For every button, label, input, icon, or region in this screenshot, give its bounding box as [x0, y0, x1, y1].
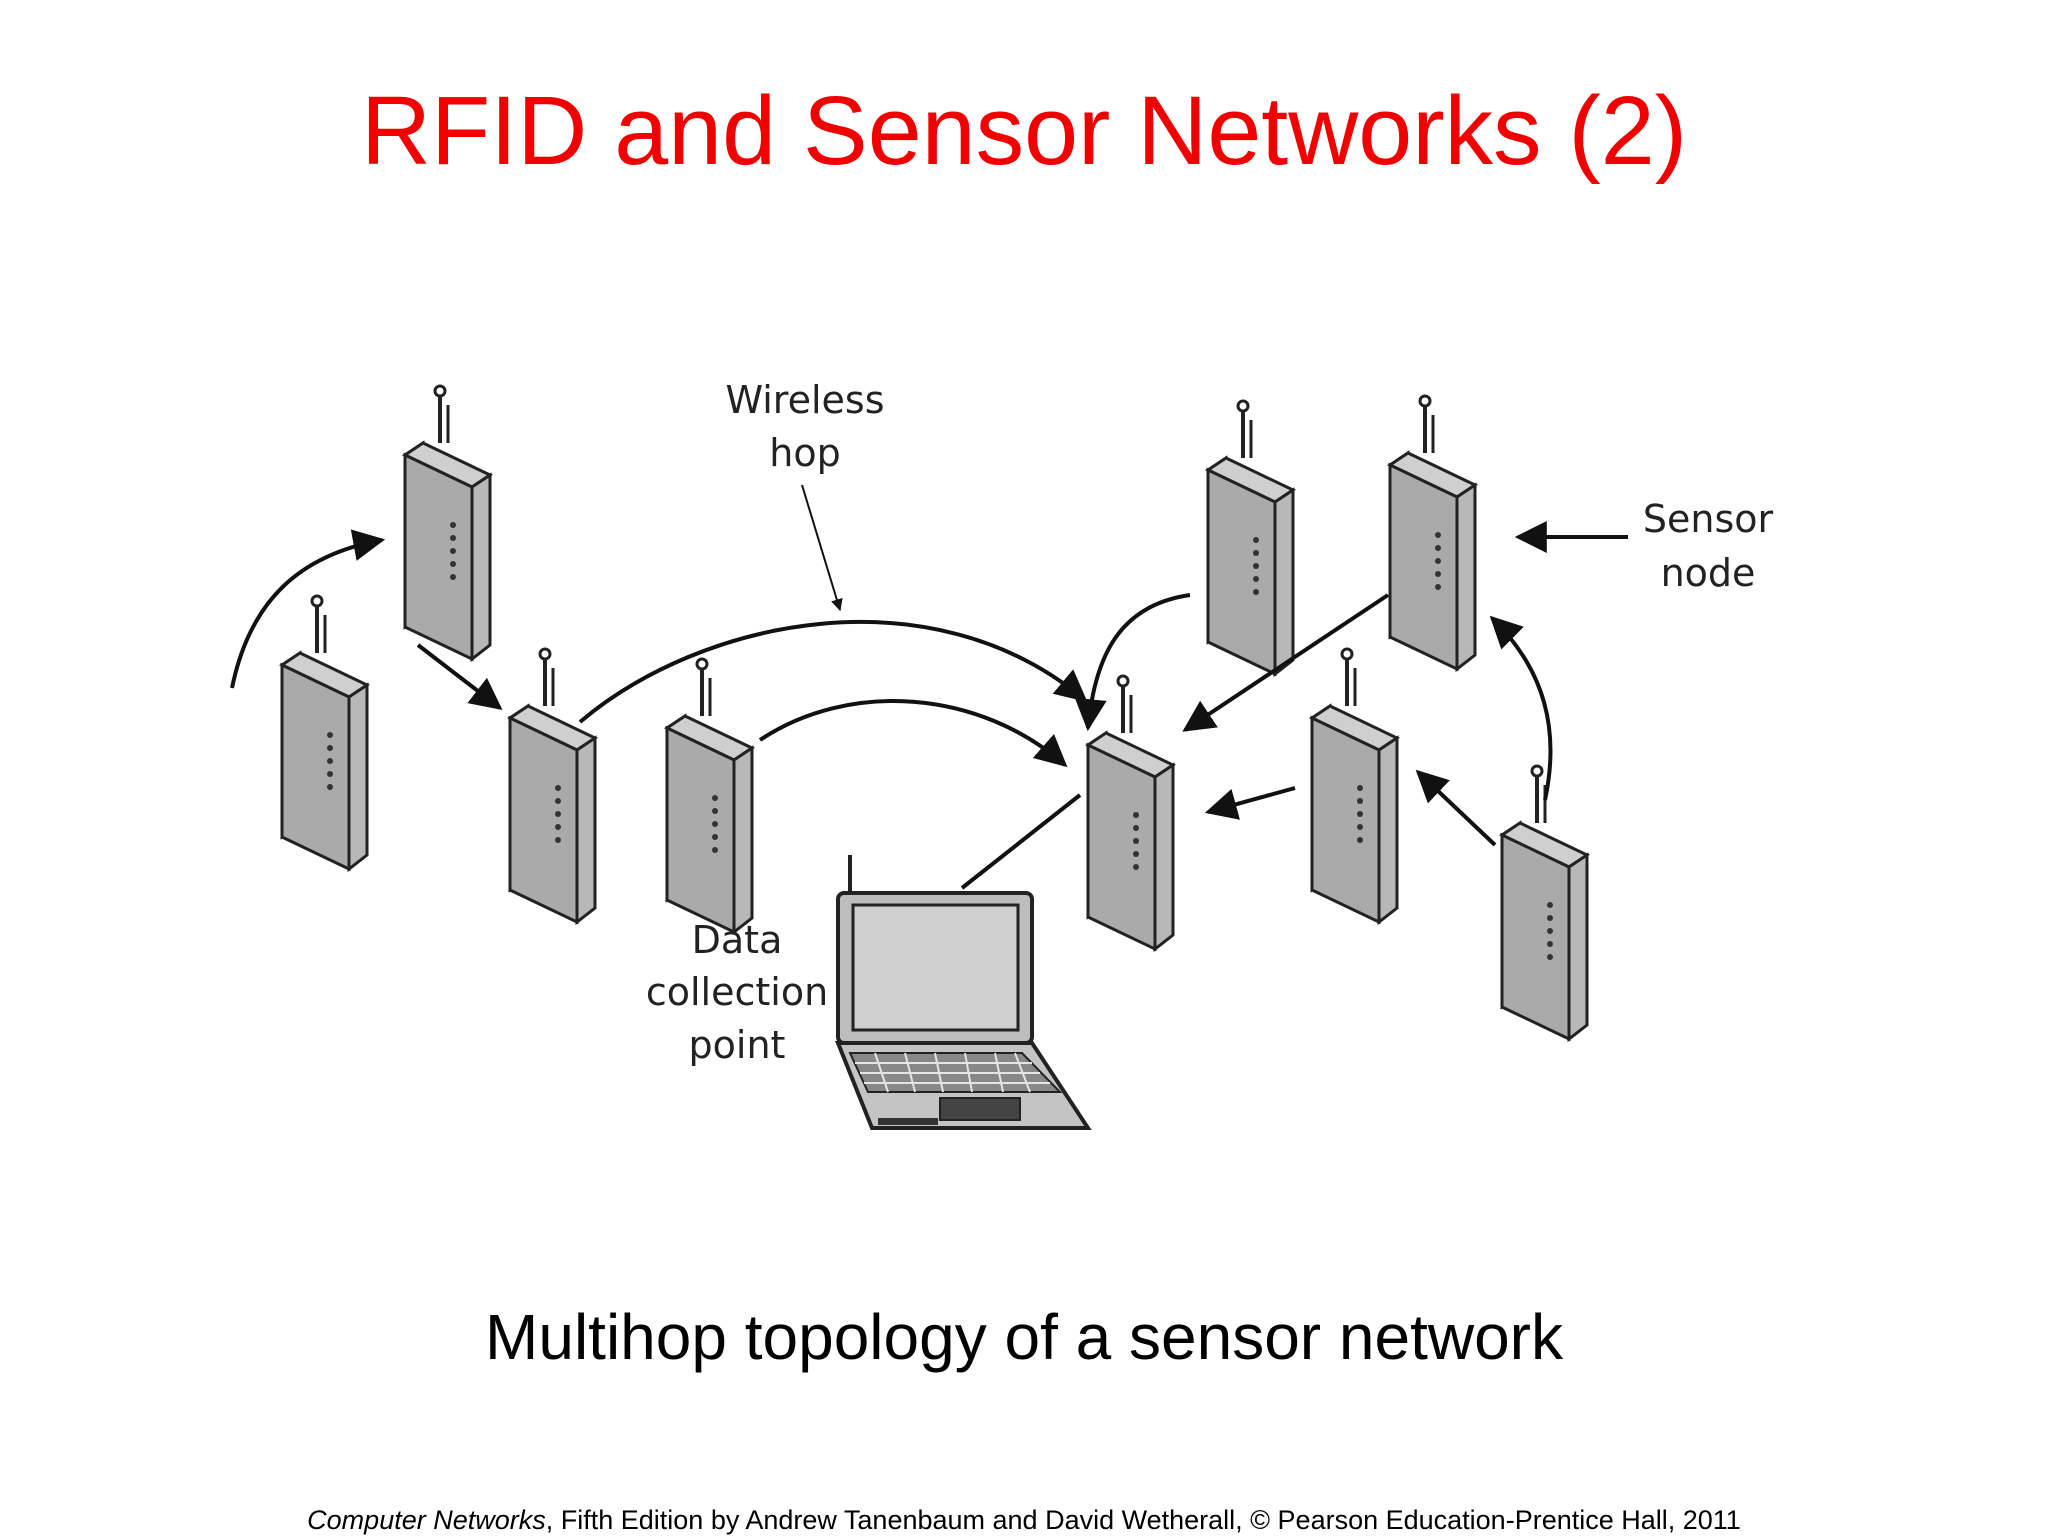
- sensor-node-icon: [1310, 647, 1399, 924]
- figure-caption: Multihop topology of a sensor network: [485, 1301, 1563, 1373]
- credit-rest: , Fifth Edition by Andrew Tanenbaum and …: [545, 1505, 1741, 1535]
- sensor-node-label-line-1: Sensor: [1643, 497, 1774, 541]
- credit-line: Computer Networks, Fifth Edition by Andr…: [0, 1505, 2048, 1536]
- sensor-node-icon: [1500, 764, 1589, 1041]
- sensor-node-icon: [1086, 674, 1175, 951]
- sensor-node-icon: [508, 647, 597, 924]
- sensor-node-icon: [1388, 394, 1477, 671]
- data-collection-label-line-3: point: [689, 1023, 786, 1067]
- sensor-node-icon: [665, 657, 754, 934]
- sensor-node-icon: [280, 594, 369, 871]
- data-collection-label-line-2: collection: [646, 970, 828, 1014]
- wireless-hop-label-line-1: Wireless: [726, 378, 885, 422]
- data-collection-label-line-1: Data: [692, 918, 783, 962]
- laptop-icon: [835, 855, 1092, 1130]
- wireless-hop-label-line-2: hop: [769, 431, 840, 475]
- arrow-icon: [230, 484, 1628, 847]
- sensor-node-icon: [1206, 399, 1295, 676]
- book-title: Computer Networks: [307, 1505, 546, 1535]
- sensor-node-label-line-2: node: [1661, 551, 1756, 595]
- slide-title: RFID and Sensor Networks (2): [360, 76, 1688, 185]
- sensor-node-icon: [403, 384, 492, 661]
